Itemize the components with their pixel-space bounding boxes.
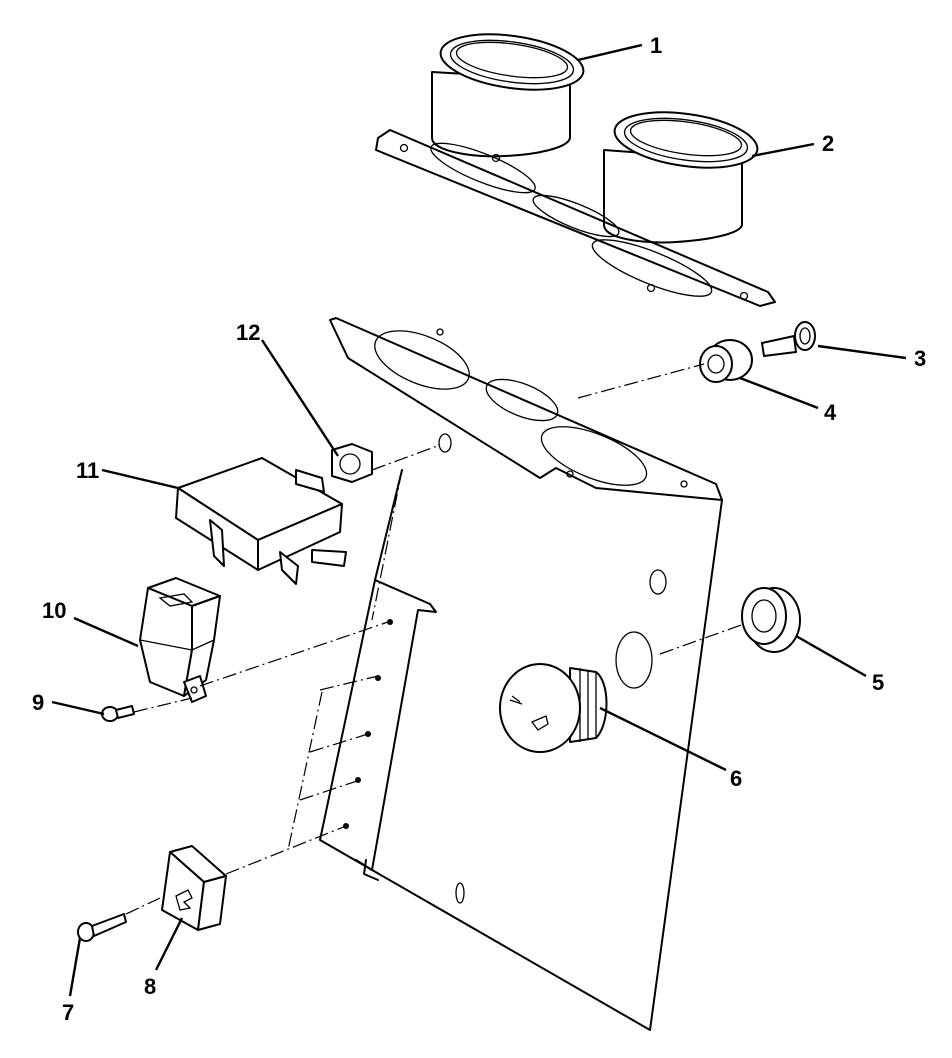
callout-2: 2	[822, 131, 834, 156]
callout-labels: 1 2 3 4 5 6 7 8 9 10 11 12	[32, 33, 926, 1025]
callout-4: 4	[824, 400, 837, 425]
leader-lines	[51, 43, 907, 997]
alignment-lines	[125, 363, 745, 1031]
callout-6: 6	[730, 766, 742, 791]
callout-12: 12	[236, 320, 260, 345]
fuse-block-8	[161, 845, 227, 931]
socket-6	[499, 663, 608, 753]
screw-7	[77, 913, 127, 942]
ring-nut-5	[741, 587, 801, 653]
relay-11	[175, 457, 347, 585]
switch-knob-3	[761, 321, 816, 357]
screw-9	[101, 705, 135, 722]
gauge-cup-1	[431, 33, 585, 158]
callout-11: 11	[76, 458, 99, 483]
callout-9: 9	[32, 690, 44, 715]
callout-1: 1	[650, 33, 662, 58]
gasket-plate	[375, 129, 776, 307]
nut-4	[699, 339, 753, 383]
callout-10: 10	[42, 598, 66, 623]
callout-8: 8	[144, 974, 156, 999]
callout-7: 7	[62, 1000, 74, 1025]
nut-12	[331, 443, 373, 483]
callout-3: 3	[914, 346, 926, 371]
flasher-10	[139, 577, 221, 703]
gauge-cup-2	[603, 111, 759, 244]
callout-5: 5	[872, 670, 884, 695]
